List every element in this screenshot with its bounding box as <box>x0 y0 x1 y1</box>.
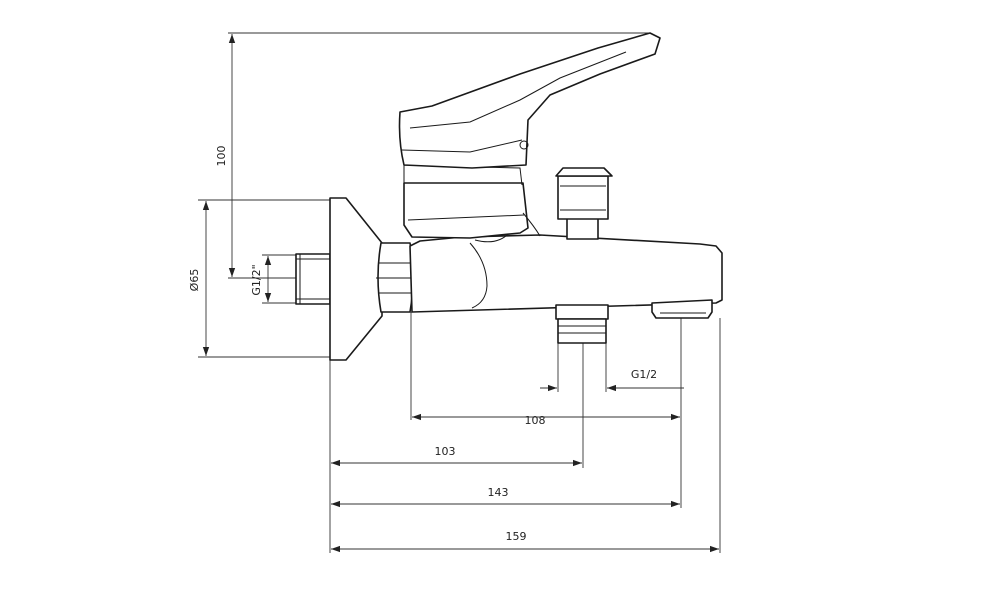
label-outlet-thread: G1/2 <box>631 368 657 381</box>
diverter-knob <box>557 175 609 220</box>
mixer-body <box>409 234 723 313</box>
lever-housing <box>403 182 529 239</box>
lever-handle <box>398 32 661 169</box>
shower-outlet-thread <box>557 318 607 344</box>
faucet-body-group <box>295 32 723 361</box>
label-143: 143 <box>488 486 509 499</box>
dimension-lines <box>202 34 719 553</box>
shower-outlet-collar <box>555 304 609 320</box>
extension-lines <box>198 32 721 553</box>
label-wall-thread: G1/2" <box>250 264 263 295</box>
wall-connector <box>295 253 331 305</box>
label-103: 103 <box>435 445 456 458</box>
dimension-labels: 100 Ø65 G1/2" G1/2 108 103 143 159 <box>188 146 657 544</box>
label-108: 108 <box>525 414 546 427</box>
wall-rosette <box>329 197 383 361</box>
diverter-stem <box>566 216 599 240</box>
label-height: 100 <box>215 146 228 167</box>
spout-aerator <box>651 299 713 319</box>
label-diameter: Ø65 <box>188 269 201 292</box>
label-159: 159 <box>506 530 527 543</box>
